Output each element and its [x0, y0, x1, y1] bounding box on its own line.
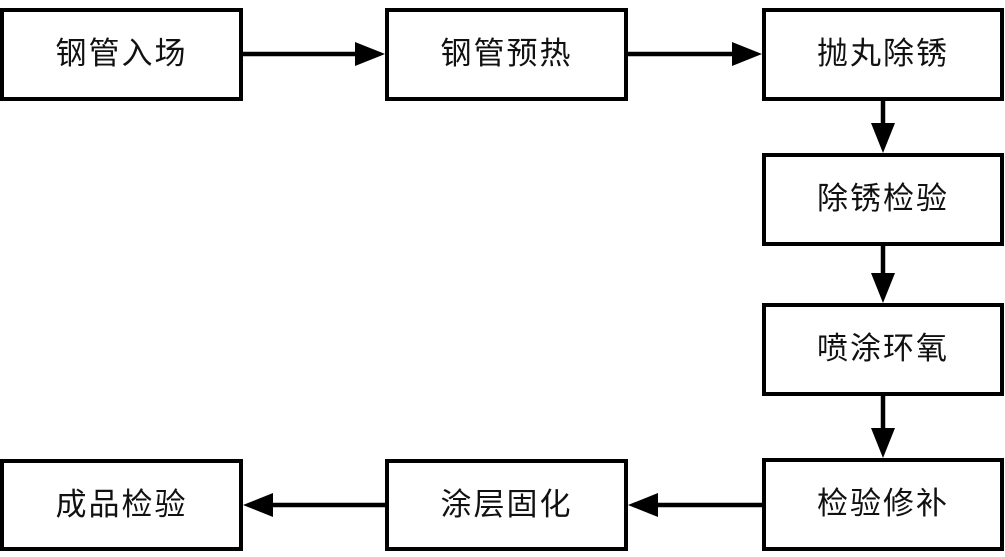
process-node-n7: 涂层固化: [385, 459, 628, 551]
arrow-head-icon: [732, 42, 762, 66]
process-node-n4: 除锈检验: [762, 153, 1004, 246]
process-node-n2: 钢管预热: [385, 8, 628, 101]
arrow-head-icon: [871, 428, 895, 458]
flow-arrow-n5-to-n6: [871, 396, 895, 458]
process-node-n5: 喷涂环氧: [762, 303, 1004, 396]
flow-arrow-n2-to-n3: [628, 42, 762, 66]
arrow-head-icon: [871, 123, 895, 153]
arrow-head-icon: [871, 273, 895, 303]
flow-arrow-n4-to-n5: [871, 246, 895, 303]
process-node-n3: 抛丸除锈: [762, 8, 1004, 101]
process-node-label: 钢管入场: [55, 36, 188, 72]
process-node-label: 除锈检验: [817, 181, 949, 217]
process-node-label: 喷涂环氧: [817, 331, 949, 367]
flow-arrow-n3-to-n4: [871, 101, 895, 153]
flow-arrow-n1-to-n2: [243, 42, 385, 66]
process-node-label: 抛丸除锈: [817, 36, 949, 72]
process-node-n8: 成品检验: [0, 459, 243, 551]
arrow-head-icon: [355, 42, 385, 66]
process-node-n6: 检验修补: [762, 458, 1004, 551]
process-node-label: 涂层固化: [440, 486, 573, 523]
process-node-n1: 钢管入场: [0, 8, 243, 101]
process-node-label: 检验修补: [817, 486, 949, 522]
process-node-label: 成品检验: [55, 486, 188, 523]
arrow-head-icon: [628, 493, 658, 517]
arrow-head-icon: [243, 493, 273, 517]
flow-arrow-n6-to-n7: [628, 493, 762, 517]
process-node-label: 钢管预热: [440, 36, 573, 72]
flow-arrow-n7-to-n8: [243, 493, 385, 517]
